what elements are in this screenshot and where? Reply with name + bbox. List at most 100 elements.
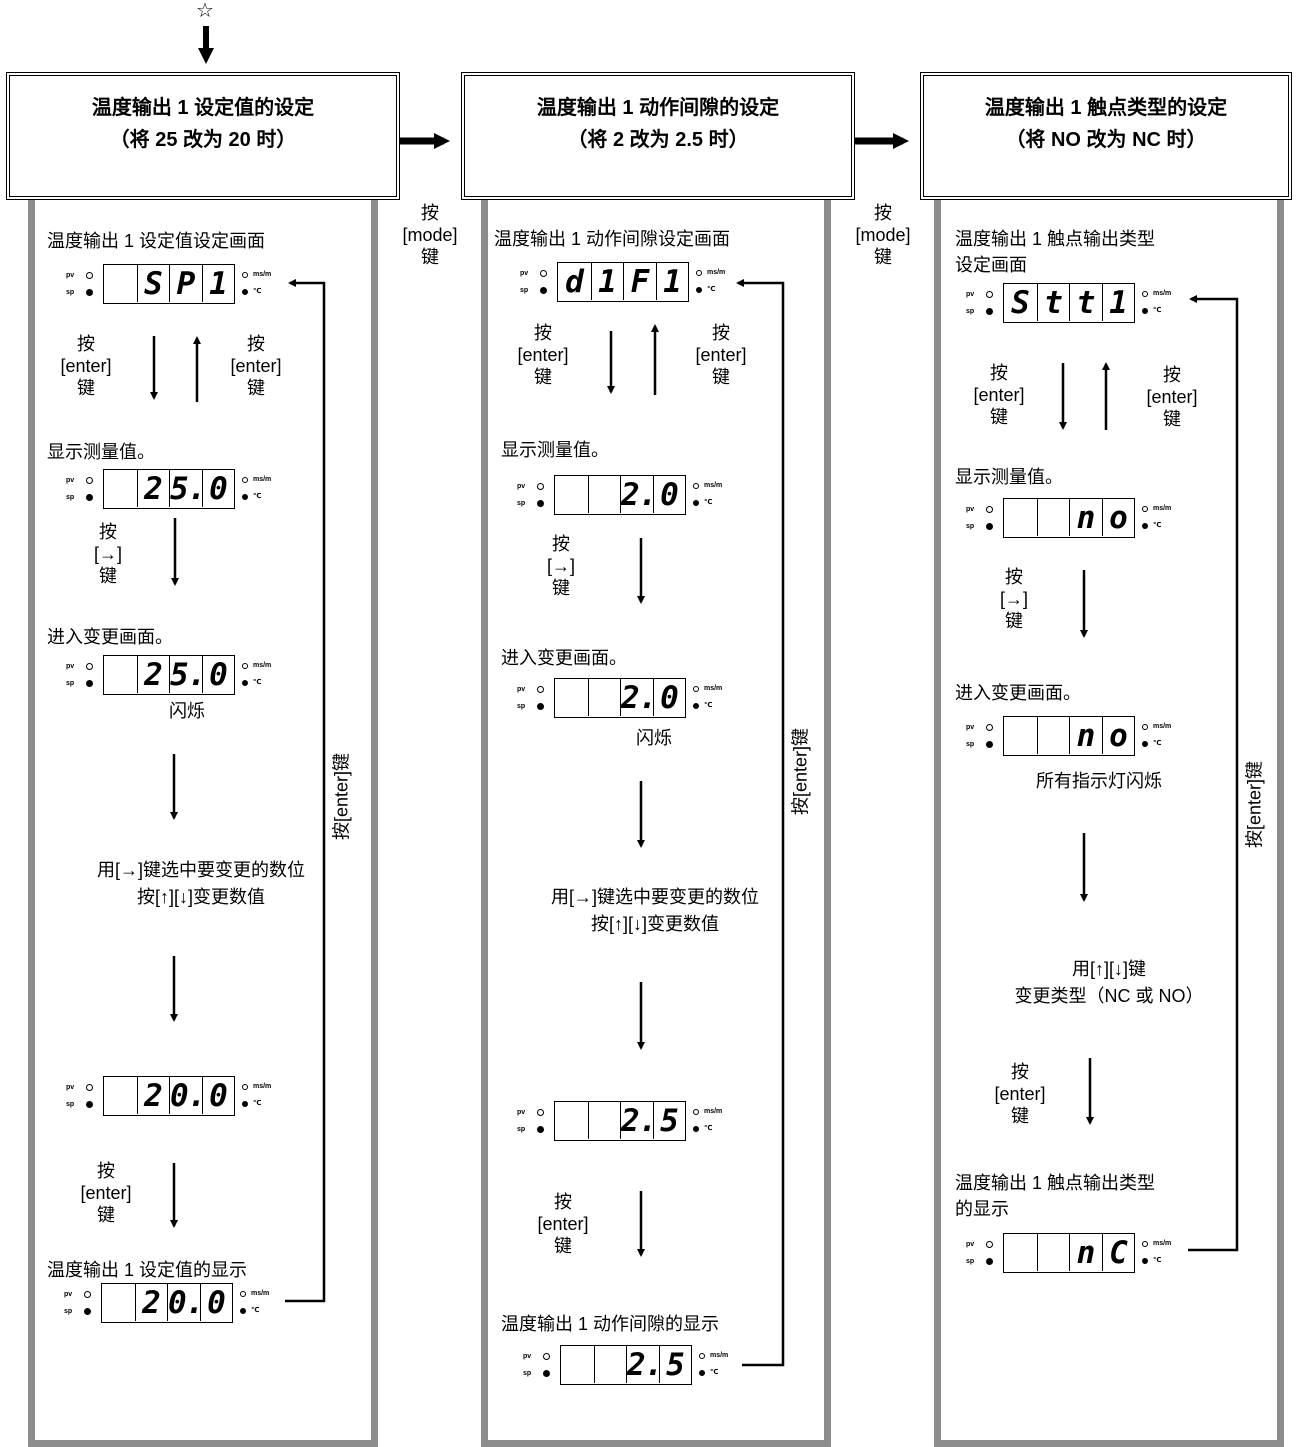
sp-indicator-label: sp	[517, 1126, 526, 1133]
sp-indicator-label: sp	[517, 500, 526, 507]
column-2-header: 温度输出 1 动作间隙的设定 （将 2 改为 2.5 时）	[461, 72, 855, 200]
segment-digit	[555, 1102, 587, 1139]
sp-indicator-label: sp	[966, 1258, 975, 1265]
sp-indicator-light	[540, 287, 547, 294]
segment-digit: 2	[136, 656, 169, 693]
sp-indicator-light	[986, 741, 993, 748]
column-1-body	[28, 199, 378, 1447]
unit1-label: ms/m	[1153, 723, 1172, 730]
column-2-body	[481, 199, 831, 1447]
pv-indicator-label: pv	[520, 270, 529, 277]
pv-indicator-light	[86, 272, 93, 279]
segment-digit: 0	[199, 1284, 232, 1321]
column-2-title: 温度输出 1 动作间隙的设定	[536, 97, 780, 119]
pv-indicator-label: pv	[966, 506, 975, 513]
start-marker: ☆	[196, 0, 214, 22]
segment-digit: 0	[201, 1077, 234, 1114]
pv-indicator-light	[86, 477, 93, 484]
c3-step-type-display-b: 的显示	[955, 1199, 1009, 1219]
segment-digit	[104, 1077, 136, 1114]
pv-indicator-light	[540, 270, 547, 277]
column-3-body	[934, 199, 1284, 1447]
segment-digit: 1	[655, 263, 688, 300]
unit1-label: ms/m	[704, 1108, 723, 1115]
unit1-label: ms/m	[251, 1290, 270, 1297]
c3-side-press-enter: 按[enter]键	[1244, 760, 1265, 849]
segment-digit	[102, 1284, 134, 1321]
segment-digit: 2.	[626, 1346, 663, 1383]
sp-indicator-light	[537, 703, 544, 710]
unit2-indicator-light	[242, 494, 248, 500]
sp-indicator-light	[537, 500, 544, 507]
unit2-label: ℃	[253, 679, 262, 686]
c1-side-press-enter: 按[enter]键	[331, 752, 352, 841]
unit1-label: ms/m	[1153, 290, 1172, 297]
unit2-label: ℃	[704, 499, 713, 506]
c1-blink: 闪烁	[169, 701, 205, 721]
sp-indicator-label: sp	[966, 741, 975, 748]
c2-press-enter-right: 按 [enter] 键	[695, 323, 747, 387]
c2-blink: 闪烁	[636, 728, 672, 748]
segment-digit: 5.	[169, 656, 206, 693]
segment-digit: n	[1069, 499, 1101, 536]
segment-digit: 0	[201, 656, 234, 693]
unit1-indicator-light	[240, 1291, 246, 1297]
pv-indicator-label: pv	[64, 1291, 73, 1298]
c3-step-setting-screen-b: 设定画面	[955, 255, 1027, 275]
unit1-indicator-light	[693, 1109, 699, 1115]
pv-indicator-label: pv	[523, 1353, 532, 1360]
sp-indicator-label: sp	[66, 289, 75, 296]
c2-press-enter-left: 按 [enter] 键	[517, 323, 569, 387]
segment-digit: 2.	[620, 679, 657, 716]
c3-step-change-type: 变更类型（NC 或 NO）	[1014, 986, 1204, 1006]
mode-label-1: 按 [mode] 键	[402, 203, 458, 267]
pv-indicator-light	[537, 686, 544, 693]
c2-side-press-enter: 按[enter]键	[790, 727, 811, 816]
c3-step-change-screen: 进入变更画面。	[955, 683, 1081, 703]
segment-digit	[561, 1346, 593, 1383]
pv-indicator-light	[537, 483, 544, 490]
segment-digit: P	[169, 265, 201, 302]
pv-indicator-light	[986, 1241, 993, 1248]
pv-indicator-light	[84, 1291, 91, 1298]
segment-digit: t	[1069, 284, 1101, 321]
c2-step-measured: 显示测量值。	[501, 440, 609, 460]
unit2-label: ℃	[707, 286, 716, 293]
segment-digit: 0	[201, 470, 234, 507]
c2-press-enter-2: 按 [enter] 键	[537, 1192, 589, 1256]
column-3-subtitle: （将 NO 改为 NC 时）	[1005, 129, 1207, 151]
column-3-header: 温度输出 1 触点类型的设定 （将 NO 改为 NC 时）	[920, 72, 1292, 200]
segment-digit: t	[1036, 284, 1069, 321]
unit1-label: ms/m	[707, 269, 726, 276]
unit1-indicator-light	[693, 686, 699, 692]
unit2-label: ℃	[253, 1100, 262, 1107]
c2-step-change-screen: 进入变更画面。	[501, 648, 627, 668]
unit1-label: ms/m	[1153, 505, 1172, 512]
pv-indicator-label: pv	[966, 1241, 975, 1248]
segment-digit	[587, 679, 620, 716]
pv-indicator-label: pv	[66, 272, 75, 279]
c2-step-value-display: 温度输出 1 动作间隙的显示	[501, 1314, 720, 1334]
sp-indicator-light	[986, 308, 993, 315]
unit2-label: ℃	[1153, 1257, 1162, 1264]
unit2-indicator-light	[1142, 308, 1148, 314]
c2-step-change-value: 按[↑][↓]变更数值	[590, 914, 719, 934]
unit1-indicator-light	[242, 663, 248, 669]
unit2-label: ℃	[251, 1307, 260, 1314]
unit1-indicator-light	[1142, 291, 1148, 297]
sp-indicator-light	[86, 680, 93, 687]
segment-digit: 0.	[167, 1284, 204, 1321]
sp-indicator-light	[537, 1126, 544, 1133]
unit1-label: ms/m	[704, 685, 723, 692]
unit1-label: ms/m	[704, 482, 723, 489]
segment-digit	[593, 1346, 626, 1383]
segment-display-window: 2.0	[554, 475, 686, 515]
unit1-label: ms/m	[1153, 1240, 1172, 1247]
segment-digit: 0.	[169, 1077, 206, 1114]
c3-press-enter-2: 按 [enter] 键	[994, 1062, 1046, 1126]
unit1-indicator-light	[242, 1084, 248, 1090]
segment-display-window: 2.5	[560, 1345, 692, 1385]
segment-digit: 5	[652, 1102, 685, 1139]
segment-digit: n	[1069, 717, 1101, 754]
